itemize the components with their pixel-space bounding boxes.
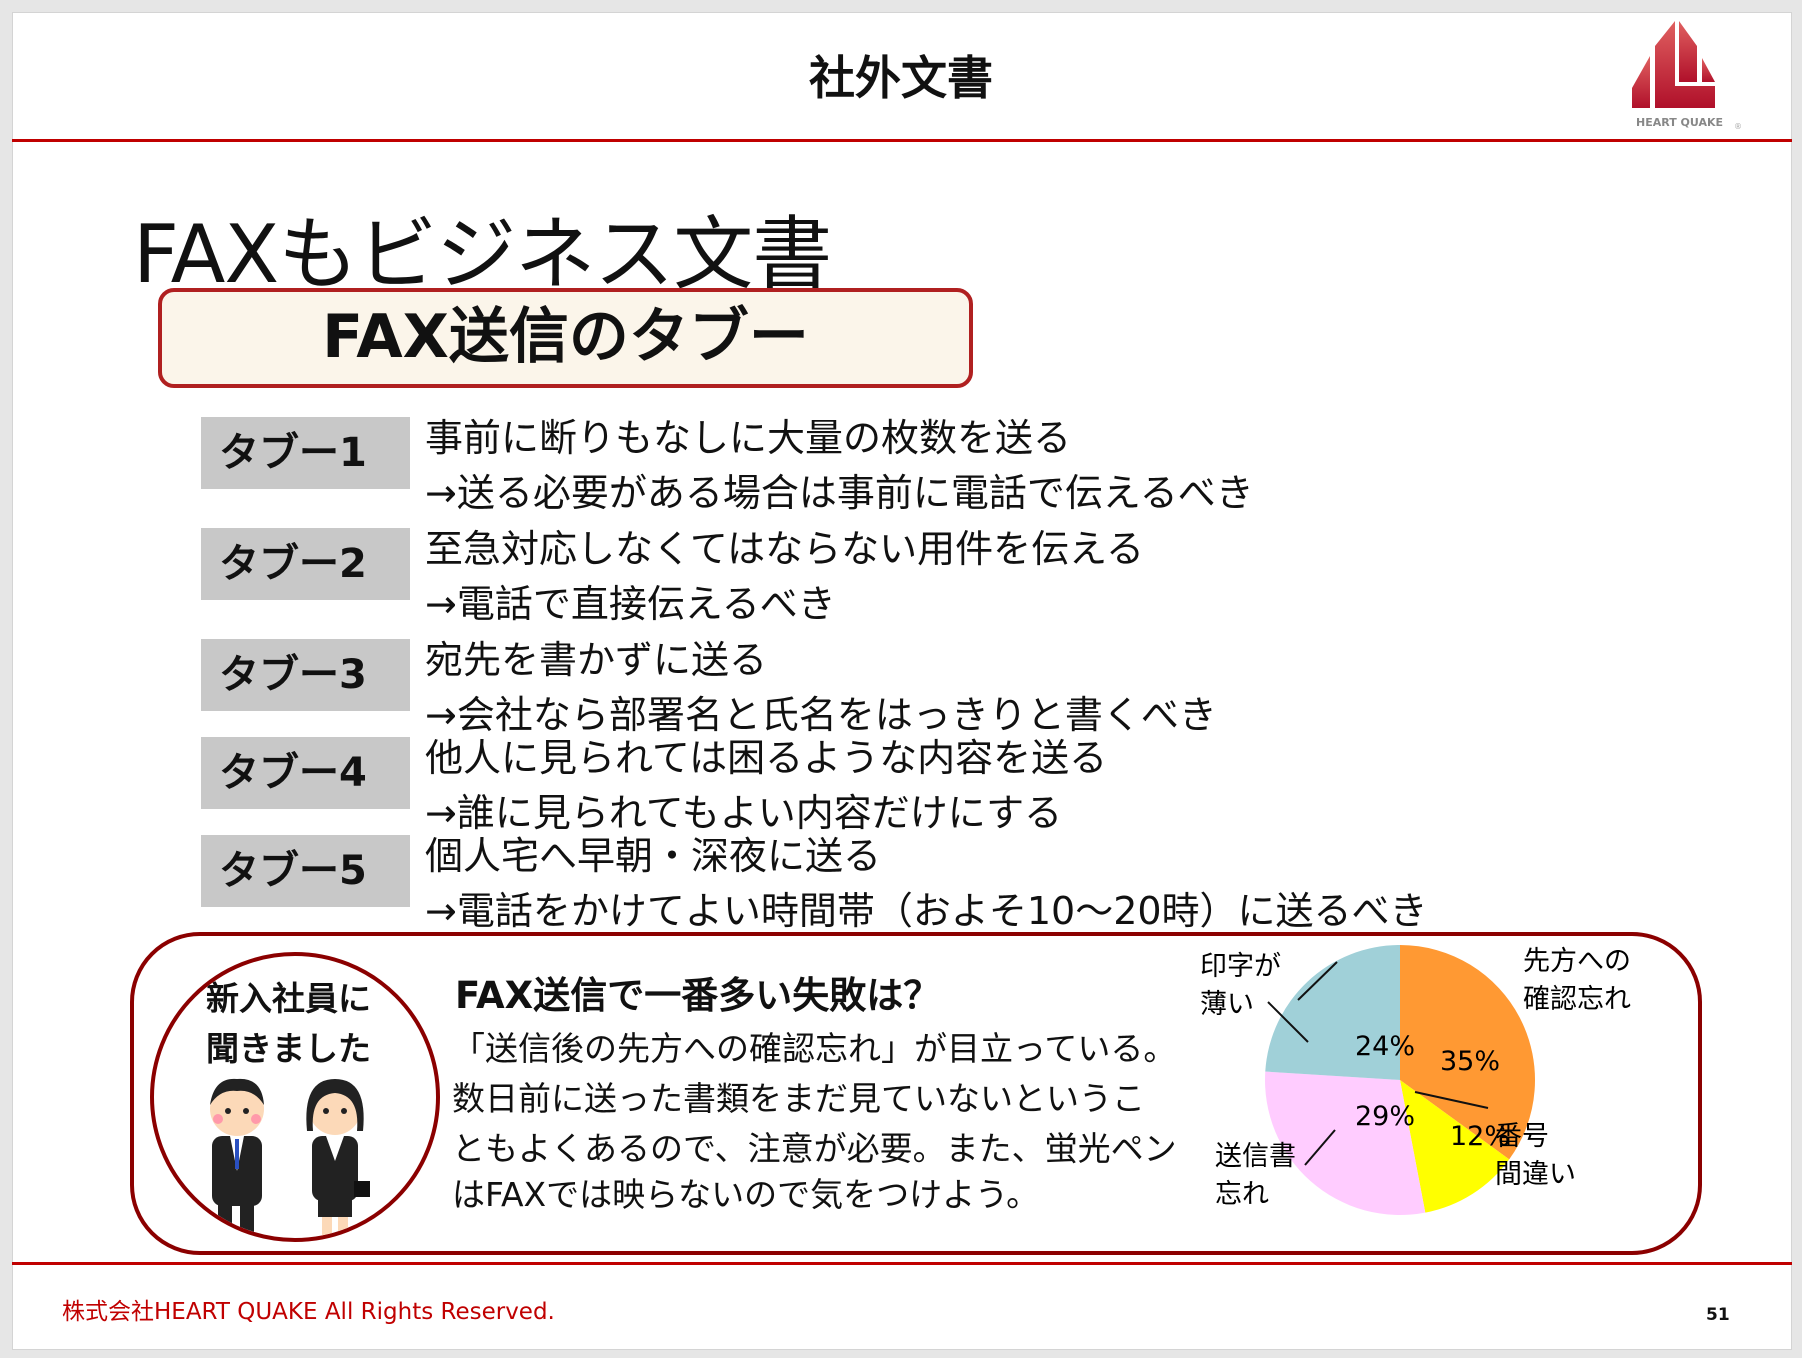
- pie-percent-label: 35%: [1440, 1046, 1500, 1077]
- pie-slice: [1265, 1071, 1426, 1215]
- page-number: 51: [1706, 1305, 1730, 1325]
- circle-line: 聞きました: [206, 1029, 371, 1068]
- taboo-advice: →会社なら部署名と氏名をはっきりと書くべき: [425, 693, 1217, 737]
- pie-category-label: 忘れ: [1215, 1179, 1269, 1210]
- pie-slice: [1400, 1080, 1510, 1213]
- heart-quake-logo: HEART QUAKE ®: [1630, 16, 1742, 134]
- leader-line: [1304, 1129, 1336, 1166]
- pie-category-label: 確認忘れ: [1523, 984, 1631, 1015]
- survey-circle: 新入社員に聞きました: [150, 952, 440, 1242]
- header-title: 社外文書: [809, 51, 993, 105]
- pie-category-label: 送信書: [1215, 1141, 1296, 1172]
- taboo-label: タブー2: [201, 528, 410, 600]
- pie-percent-label: 29%: [1355, 1101, 1415, 1132]
- survey-body-line: ともよくあるので、注意が必要。また、蛍光ペン: [452, 1129, 1177, 1168]
- taboo-text: 宛先を書かずに送る: [425, 638, 768, 682]
- logo-text: HEART QUAKE: [1636, 116, 1724, 129]
- pie-category-label: 先方への: [1523, 946, 1631, 977]
- pie-percent-label: 24%: [1355, 1031, 1415, 1062]
- footer-divider: [12, 1262, 1792, 1265]
- survey-question: FAX送信で一番多い失敗は？: [455, 974, 941, 1017]
- pie-category-label: 番号: [1495, 1121, 1549, 1152]
- logo-mark-icon: [1632, 21, 1715, 108]
- business-people-illustration: [210, 1078, 370, 1238]
- taboo-advice: →電話をかけてよい時間帯（およそ10～20時）に送るべき: [425, 889, 1428, 933]
- taboo-advice: →送る必要がある場合は事前に電話で伝えるべき: [425, 471, 1254, 515]
- taboo-label: タブー5: [201, 835, 410, 907]
- survey-body-line: はFAXでは映らないので気をつけよう。: [452, 1175, 1040, 1214]
- taboo-advice: →電話で直接伝えるべき: [425, 582, 836, 626]
- pie-category-label: 薄い: [1200, 989, 1254, 1020]
- leader-line: [1414, 1091, 1489, 1109]
- leader-line: [1297, 961, 1338, 1001]
- section-title-box: FAX送信のタブー: [158, 288, 973, 388]
- taboo-text: 個人宅へ早朝・深夜に送る: [425, 834, 882, 878]
- slide-title: FAXもビジネス文書: [133, 208, 832, 301]
- pie-category-label: 印字が: [1200, 951, 1281, 982]
- pie-slice: [1265, 945, 1400, 1080]
- registered-mark: ®: [1734, 122, 1742, 131]
- taboo-label: タブー4: [201, 737, 410, 809]
- leader-line: [1267, 1001, 1309, 1043]
- pie-slice: [1400, 945, 1535, 1160]
- taboo-text: 至急対応しなくてはならない用件を伝える: [425, 527, 1144, 571]
- pie-category-label: 間違い: [1495, 1159, 1576, 1190]
- taboo-text: 事前に断りもなしに大量の枚数を送る: [425, 416, 1072, 460]
- survey-body-line: 「送信後の先方への確認忘れ」が目立っている。: [452, 1029, 1177, 1068]
- survey-body-line: 数日前に送った書類をまだ見ていないというこ: [452, 1079, 1145, 1118]
- circle-text: 新入社員に聞きました: [206, 974, 371, 1074]
- survey-panel: [130, 932, 1702, 1255]
- taboo-advice: →誰に見られてもよい内容だけにする: [425, 791, 1063, 835]
- taboo-label: タブー3: [201, 639, 410, 711]
- header-divider: [12, 139, 1792, 142]
- pie-percent-label: 12%: [1450, 1121, 1510, 1152]
- taboo-label: タブー1: [201, 417, 410, 489]
- circle-line: 新入社員に: [206, 979, 371, 1018]
- taboo-text: 他人に見られては困るような内容を送る: [425, 736, 1108, 780]
- copyright: 株式会社HEART QUAKE All Rights Reserved.: [62, 1299, 555, 1325]
